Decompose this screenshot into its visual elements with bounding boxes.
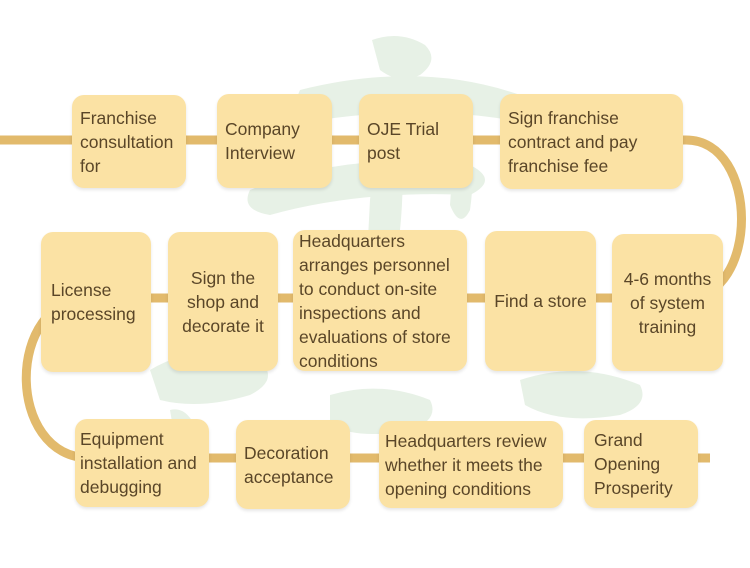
step-9-box: License processing: [41, 232, 151, 372]
step-4-label: Sign franchise contract and pay franchis…: [508, 107, 638, 176]
step-6-label: Find a store: [494, 291, 587, 311]
step-2-label: Company Interview: [225, 119, 300, 163]
step-13-label: Grand Opening Prosperity: [594, 430, 673, 498]
step-5-box: 4-6 months of system training: [612, 234, 723, 371]
step-4-box: Sign franchise contract and pay franchis…: [500, 94, 683, 189]
step-7-box: Headquarters arranges personnel to condu…: [293, 230, 467, 371]
step-5-label: 4-6 months of system training: [623, 268, 712, 337]
step-12-label: Headquarters review whether it meets the…: [385, 430, 547, 499]
step-3-box: OJE Trial post: [359, 94, 473, 188]
step-13-box: Grand Opening Prosperity: [584, 420, 698, 508]
step-10-box: Equipment installation and debugging: [75, 419, 209, 507]
step-11-box: Decoration acceptance: [236, 420, 350, 509]
step-12-box: Headquarters review whether it meets the…: [379, 421, 563, 508]
step-9-label: License processing: [51, 280, 136, 324]
step-8-box: Sign the shop and decorate it: [168, 232, 278, 371]
step-10-label: Equipment installation and debugging: [80, 429, 197, 497]
step-7-label: Headquarters arranges personnel to condu…: [299, 230, 451, 371]
step-6-box: Find a store: [485, 231, 596, 371]
step-1-box: Franchise consultation for: [72, 95, 186, 188]
step-3-label: OJE Trial post: [367, 119, 439, 163]
step-1-label: Franchise consultation for: [80, 107, 174, 176]
step-11-label: Decoration acceptance: [244, 442, 334, 487]
step-2-box: Company Interview: [217, 94, 332, 188]
step-8-label: Sign the shop and decorate it: [182, 267, 264, 336]
